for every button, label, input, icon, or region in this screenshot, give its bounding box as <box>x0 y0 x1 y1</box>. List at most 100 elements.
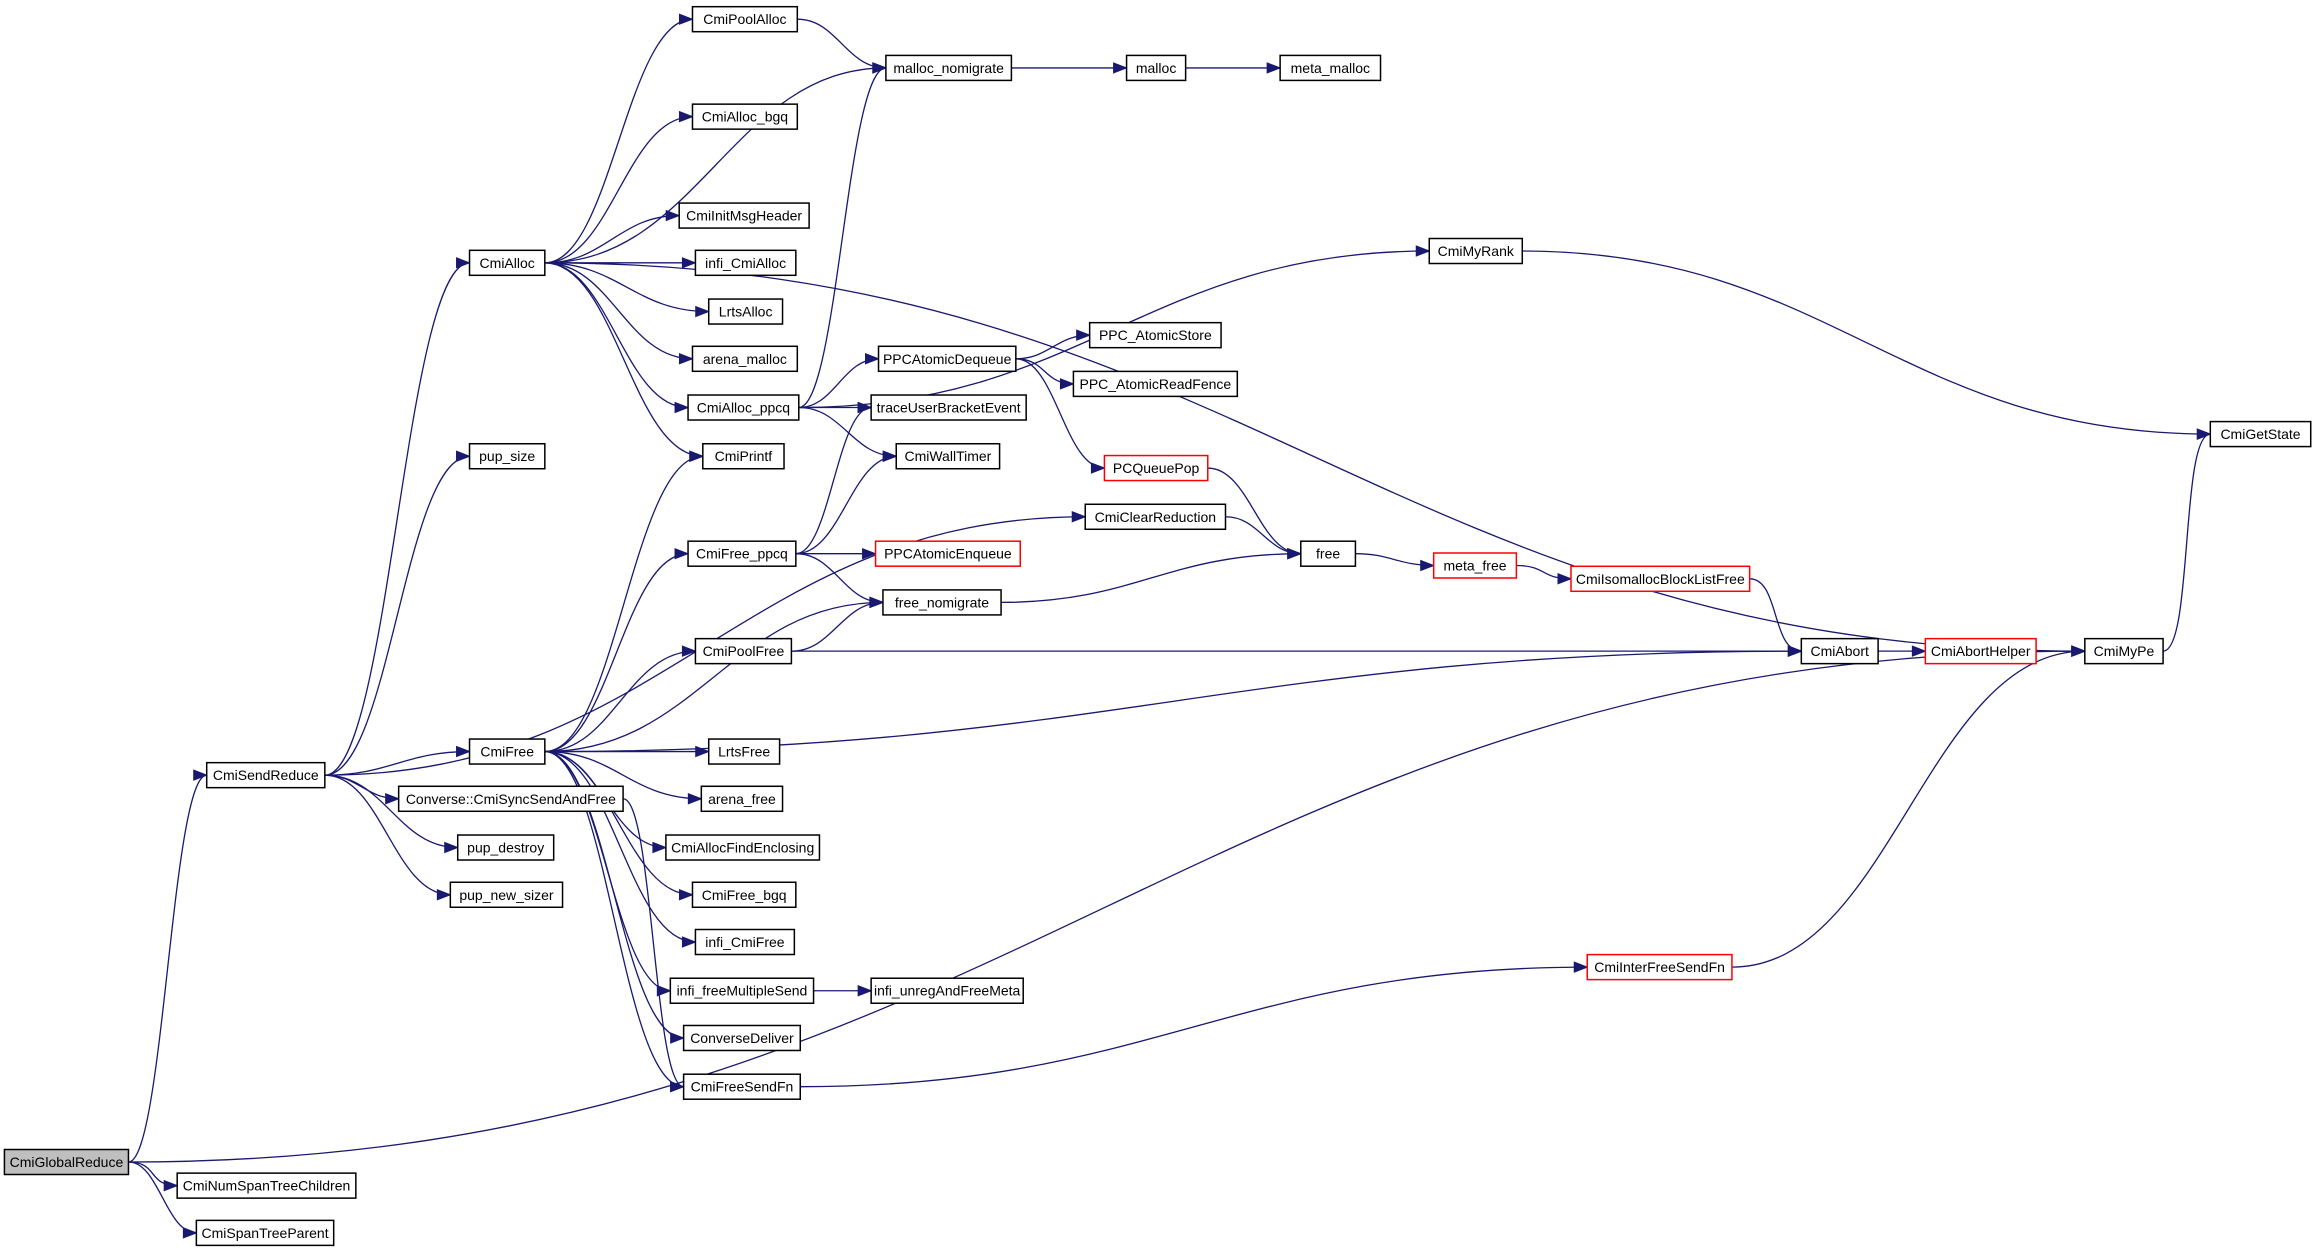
node-pcqueuepop[interactable]: PCQueuePop <box>1103 454 1209 482</box>
edge-cmisendreduce-to-pup-destroy <box>324 774 458 849</box>
node-cmialloc-ppcq[interactable]: CmiAlloc_ppcq <box>687 394 800 421</box>
node-cmiabort[interactable]: CmiAbort <box>1800 637 1879 665</box>
arrowhead-icon <box>670 1032 686 1044</box>
node-conversedeliver[interactable]: ConverseDeliver <box>682 1024 802 1052</box>
node-arena-malloc[interactable]: arena_malloc <box>691 345 799 373</box>
node-conversecmisyncsendandfree[interactable]: Converse::CmiSyncSendAndFree <box>397 785 624 813</box>
node-cmifree[interactable]: CmiFree <box>468 738 546 765</box>
node-lrtsfree[interactable]: LrtsFree <box>707 738 781 765</box>
node-box <box>877 345 1017 373</box>
node-cmialloc[interactable]: CmiAlloc <box>468 249 546 277</box>
arrowhead-icon <box>182 1227 198 1239</box>
edge-cmialloc-ppcq-to-ppcatomicdequeue <box>798 358 879 409</box>
arrowhead-icon <box>385 793 401 805</box>
arrowhead-icon <box>695 745 711 758</box>
node-label: CmiSpanTreeParent <box>201 1225 328 1241</box>
edge-cmipoolfree-to-free-nomigrate <box>791 601 883 652</box>
arrowhead-icon <box>656 985 672 997</box>
arrowhead-icon <box>193 769 209 781</box>
edge-cmiglobalreduce-to-cminumspantreechildren <box>128 1161 178 1187</box>
node-label: CmiAllocFindEnclosing <box>671 840 814 856</box>
node-pup-new-sizer[interactable]: pup_new_sizer <box>449 881 564 909</box>
edge-cmialloc-to-cmimype <box>544 262 2085 652</box>
node-label: malloc_nomigrate <box>893 60 1004 76</box>
node-label: CmiAlloc_ppcq <box>697 400 790 416</box>
node-label: arena_malloc <box>703 351 787 367</box>
node-cmifreesendfn[interactable]: CmiFreeSendFn <box>682 1073 802 1100</box>
node-box <box>1088 321 1222 349</box>
node-cmispantreeparent[interactable]: CmiSpanTreeParent <box>195 1219 335 1247</box>
node-malloc-nomigrate[interactable]: malloc_nomigrate <box>885 54 1013 82</box>
node-cmiclearreduction[interactable]: CmiClearReduction <box>1084 503 1227 531</box>
node-cmifree-ppcq[interactable]: CmiFree_ppcq <box>687 540 797 567</box>
node-cmiprintf[interactable]: CmiPrintf <box>702 442 785 470</box>
node-meta-malloc[interactable]: meta_malloc <box>1279 54 1382 82</box>
node-ppc-atomicreadfence[interactable]: PPC_AtomicReadFence <box>1072 370 1239 398</box>
node-cmimype[interactable]: CmiMyPe <box>2084 637 2164 665</box>
node-ppc-atomicstore[interactable]: PPC_AtomicStore <box>1088 321 1222 349</box>
node-infi-cmialloc[interactable]: infi_CmiAlloc <box>694 249 797 277</box>
edge-cmimyrank-to-cmigetstate <box>1522 250 2211 435</box>
edge-cmialloc-to-cmipoolalloc <box>544 18 693 264</box>
node-box <box>870 977 1024 1004</box>
node-box <box>468 249 546 277</box>
node-cmipoolalloc[interactable]: CmiPoolAlloc <box>691 5 799 33</box>
node-traceuserbracketevent[interactable]: traceUserBracketEvent <box>870 394 1027 421</box>
node-cmialloc-bgq[interactable]: CmiAlloc_bgq <box>691 103 799 130</box>
node-infi-unregandfreemeta[interactable]: infi_unregAndFreeMeta <box>870 977 1024 1004</box>
node-cmiwalltimer[interactable]: CmiWallTimer <box>895 442 1001 470</box>
node-arena-free[interactable]: arena_free <box>700 785 784 813</box>
edge-cmimype-to-cmigetstate <box>2162 433 2211 652</box>
node-malloc[interactable]: malloc <box>1125 54 1187 82</box>
arrowhead-icon <box>678 889 694 901</box>
arrowhead-icon <box>1911 645 1927 657</box>
node-cmiaborthelper[interactable]: CmiAbortHelper <box>1924 637 2037 665</box>
node-label: meta_free <box>1444 557 1507 573</box>
node-label: CmiIsomallocBlockListFree <box>1576 571 1745 587</box>
node-box <box>682 1024 802 1052</box>
edge-cmialloc-to-cmialloc-ppcq <box>544 262 689 409</box>
node-label: pup_destroy <box>467 840 544 856</box>
node-cmiallocfindenclosing[interactable]: CmiAllocFindEnclosing <box>665 834 821 861</box>
node-label: CmiNumSpanTreeChildren <box>183 1178 351 1194</box>
arrowhead-icon <box>678 353 694 365</box>
node-free[interactable]: free <box>1300 540 1357 567</box>
node-box <box>694 928 796 956</box>
node-infi-cmifree[interactable]: infi_CmiFree <box>694 928 796 956</box>
edge-cmiisomallocblocklistfree-to-cmiabort <box>1749 578 1802 652</box>
node-cmifree-bgq[interactable]: CmiFree_bgq <box>691 881 797 909</box>
edges-layer <box>128 13 2212 1239</box>
node-ppcatomicenqueue[interactable]: PPCAtomicEnqueue <box>874 540 1022 567</box>
node-label: CmiGetState <box>2220 426 2300 442</box>
node-box <box>694 249 797 277</box>
arrowhead-icon <box>869 596 885 609</box>
arrowhead-icon <box>882 450 898 462</box>
node-cmigetstate[interactable]: CmiGetState <box>2209 420 2312 448</box>
node-cmimyrank[interactable]: CmiMyRank <box>1428 237 1524 265</box>
edge-cmifree-to-arena-free <box>544 750 702 800</box>
node-meta-free[interactable]: meta_free <box>1432 552 1518 579</box>
node-cmisendreduce[interactable]: CmiSendReduce <box>205 761 326 789</box>
node-cmiinterfreesendfn[interactable]: CmiInterFreeSendFn <box>1586 953 1733 981</box>
node-box <box>2209 420 2312 448</box>
node-lrtsalloc[interactable]: LrtsAlloc <box>707 298 784 325</box>
arrowhead-icon <box>681 645 697 657</box>
node-box <box>678 202 810 229</box>
node-pup-destroy[interactable]: pup_destroy <box>456 834 555 861</box>
node-free-nomigrate[interactable]: free_nomigrate <box>882 589 1002 616</box>
node-pup-size[interactable]: pup_size <box>468 442 546 470</box>
arrowhead-icon <box>1059 378 1075 390</box>
arrowhead-icon <box>436 889 452 901</box>
node-cmipoolfree[interactable]: CmiPoolFree <box>694 637 793 665</box>
node-label: CmiFree_ppcq <box>696 546 788 562</box>
arrowhead-icon <box>689 450 705 462</box>
node-infi-freemultiplesend[interactable]: infi_freeMultipleSend <box>669 977 815 1004</box>
node-cminumspantreechildren[interactable]: CmiNumSpanTreeChildren <box>176 1172 357 1199</box>
node-box <box>707 298 784 325</box>
node-cmiisomallocblocklistfree[interactable]: CmiIsomallocBlockListFree <box>1570 565 1751 593</box>
node-cmiinitmsgheader[interactable]: CmiInitMsgHeader <box>678 202 810 229</box>
node-box <box>1103 454 1209 482</box>
node-box <box>1125 54 1187 82</box>
node-box <box>665 834 821 861</box>
node-ppcatomicdequeue[interactable]: PPCAtomicDequeue <box>877 345 1017 373</box>
